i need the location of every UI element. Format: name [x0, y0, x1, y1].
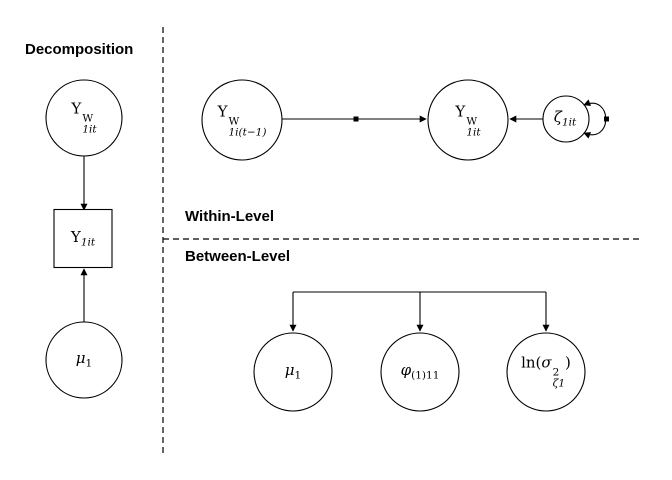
- between-level-title: Between-Level: [185, 248, 291, 265]
- node-circle-y-current: [427, 79, 509, 161]
- node-circle-mu-decomposition: [45, 321, 123, 399]
- node-circle-log-residual-variance: [506, 332, 586, 412]
- label-zeta-residual: ζ1it: [553, 107, 577, 129]
- label-phi-autoregressive: φ(1)11: [400, 360, 440, 382]
- label-mu-decomposition: μ1: [75, 348, 93, 370]
- node-circle-phi-autoregressive: [380, 332, 460, 412]
- node-circle-y-lagged: [201, 79, 283, 161]
- node-square-y-observed: [53, 208, 113, 269]
- label-mu-between: μ1: [284, 360, 302, 382]
- random-effect-dot-autoregression: [353, 116, 359, 122]
- within-level-title: Within-Level: [185, 208, 275, 225]
- node-circle-mu-between: [253, 332, 333, 412]
- decomposition-title: Decomposition: [25, 41, 134, 58]
- label-y-observed: Y1it: [70, 227, 96, 249]
- random-effect-dot-residual-variance: [604, 116, 609, 122]
